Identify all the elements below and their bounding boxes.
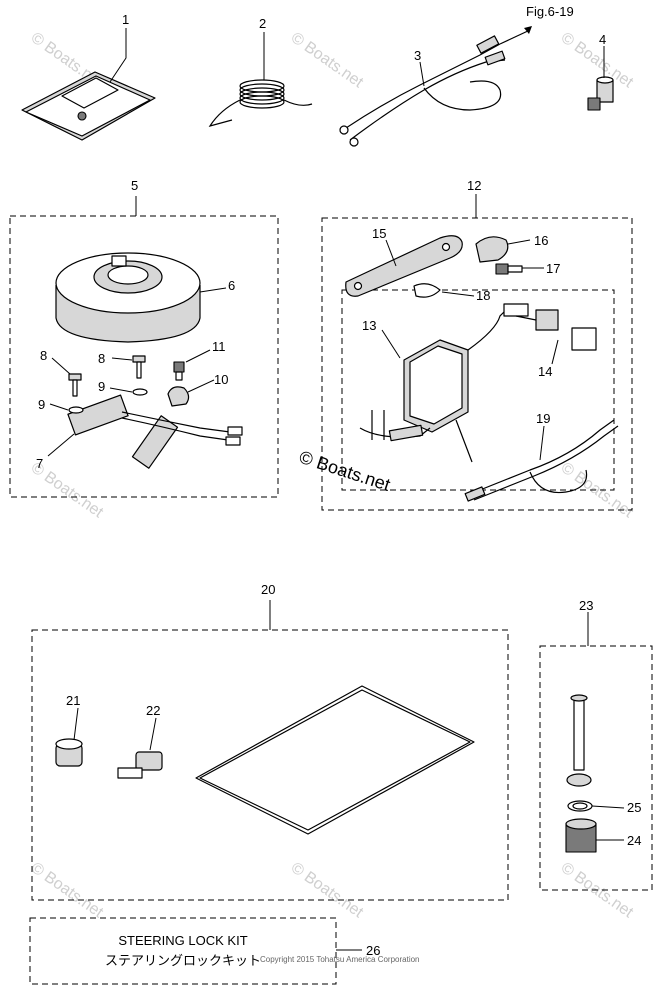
part-number: 15: [372, 226, 386, 241]
part-number: 9: [98, 379, 105, 394]
part-number: 25: [627, 800, 641, 815]
kit-5-stator[interactable]: 5: [9, 178, 279, 498]
part-number: 8: [40, 348, 47, 363]
part-number: 5: [131, 178, 138, 193]
kit-20-gasket[interactable]: 20: [31, 582, 509, 901]
part-number: 21: [66, 693, 80, 708]
part-11-screw[interactable]: 11: [173, 339, 226, 381]
part-14-connector[interactable]: 14: [503, 303, 597, 379]
part-22-fitting[interactable]: 22: [117, 703, 163, 779]
part-19-wire[interactable]: 19: [464, 411, 619, 502]
kit-title-jp: ステアリングロックキット: [105, 953, 261, 968]
part-number: 17: [546, 261, 560, 276]
part-number: 11: [212, 339, 226, 354]
part-8-screw-center[interactable]: 8: [98, 351, 146, 379]
part-number: 7: [36, 456, 43, 471]
part-number: 3: [414, 48, 421, 63]
part-number: 12: [467, 178, 481, 193]
part-number: 1: [122, 12, 129, 27]
part-17-bolt[interactable]: 17: [495, 261, 560, 276]
watermark: © Boats.net: [288, 29, 367, 91]
part-16-clamp[interactable]: 16: [475, 233, 548, 263]
part-number: 22: [146, 703, 160, 718]
watermark: © Boats.net: [558, 859, 637, 921]
watermark-center: © Boats.net: [297, 447, 393, 495]
part-number: 14: [538, 364, 552, 379]
part-6-flywheel[interactable]: 6: [55, 252, 235, 343]
watermark: © Boats.net: [288, 859, 367, 921]
part-15-bracket[interactable]: 15: [345, 226, 463, 297]
part-1-pouch[interactable]: 1: [21, 12, 156, 141]
part-9-washer-center[interactable]: 9: [98, 379, 148, 396]
kit-12-rectifier[interactable]: 12: [321, 178, 633, 511]
watermark: © Boats.net: [558, 459, 637, 521]
part-number: 19: [536, 411, 550, 426]
part-number: 26: [366, 943, 380, 958]
part-13-rectifier[interactable]: 13: [359, 309, 507, 463]
kit-26-steering-lock[interactable]: STEERING LOCK KIT ステアリングロックキット 26: [29, 917, 380, 985]
part-10-clamp[interactable]: 10: [167, 372, 228, 407]
part-number: 23: [579, 598, 593, 613]
part-number: 4: [599, 32, 606, 47]
watermark: © Boats.net: [28, 859, 107, 921]
part-8-screw-left[interactable]: 8: [40, 348, 82, 397]
part-number: 2: [259, 16, 266, 31]
part-18-clip[interactable]: 18: [413, 283, 490, 303]
part-number: 18: [476, 288, 490, 303]
part-9-washer-left[interactable]: 9: [38, 397, 84, 414]
part-number: 16: [534, 233, 548, 248]
part-number: 9: [38, 397, 45, 412]
part-number: 13: [362, 318, 376, 333]
part-number: 20: [261, 582, 275, 597]
part-3-harness[interactable]: 3 Fig.6-19: [339, 4, 574, 147]
part-number: 8: [98, 351, 105, 366]
part-24-nut[interactable]: 24: [565, 818, 641, 853]
part-7-coil[interactable]: 7: [36, 394, 243, 471]
part-number: 10: [214, 372, 228, 387]
part-4-terminal[interactable]: 4: [587, 32, 614, 111]
part-number: 24: [627, 833, 641, 848]
part-25-oring[interactable]: 25: [567, 800, 641, 815]
kit-23-valve[interactable]: 23: [539, 598, 653, 891]
part-2-coil[interactable]: 2: [208, 16, 313, 127]
copyright-text: Copyright 2015 Tohatsu America Corporati…: [260, 955, 420, 964]
part-21-plug[interactable]: 21: [55, 693, 83, 767]
part-number: 6: [228, 278, 235, 293]
sub-box-13: [341, 289, 615, 491]
kit-title-en: STEERING LOCK KIT: [118, 933, 247, 948]
figure-reference[interactable]: Fig.6-19: [526, 4, 574, 19]
